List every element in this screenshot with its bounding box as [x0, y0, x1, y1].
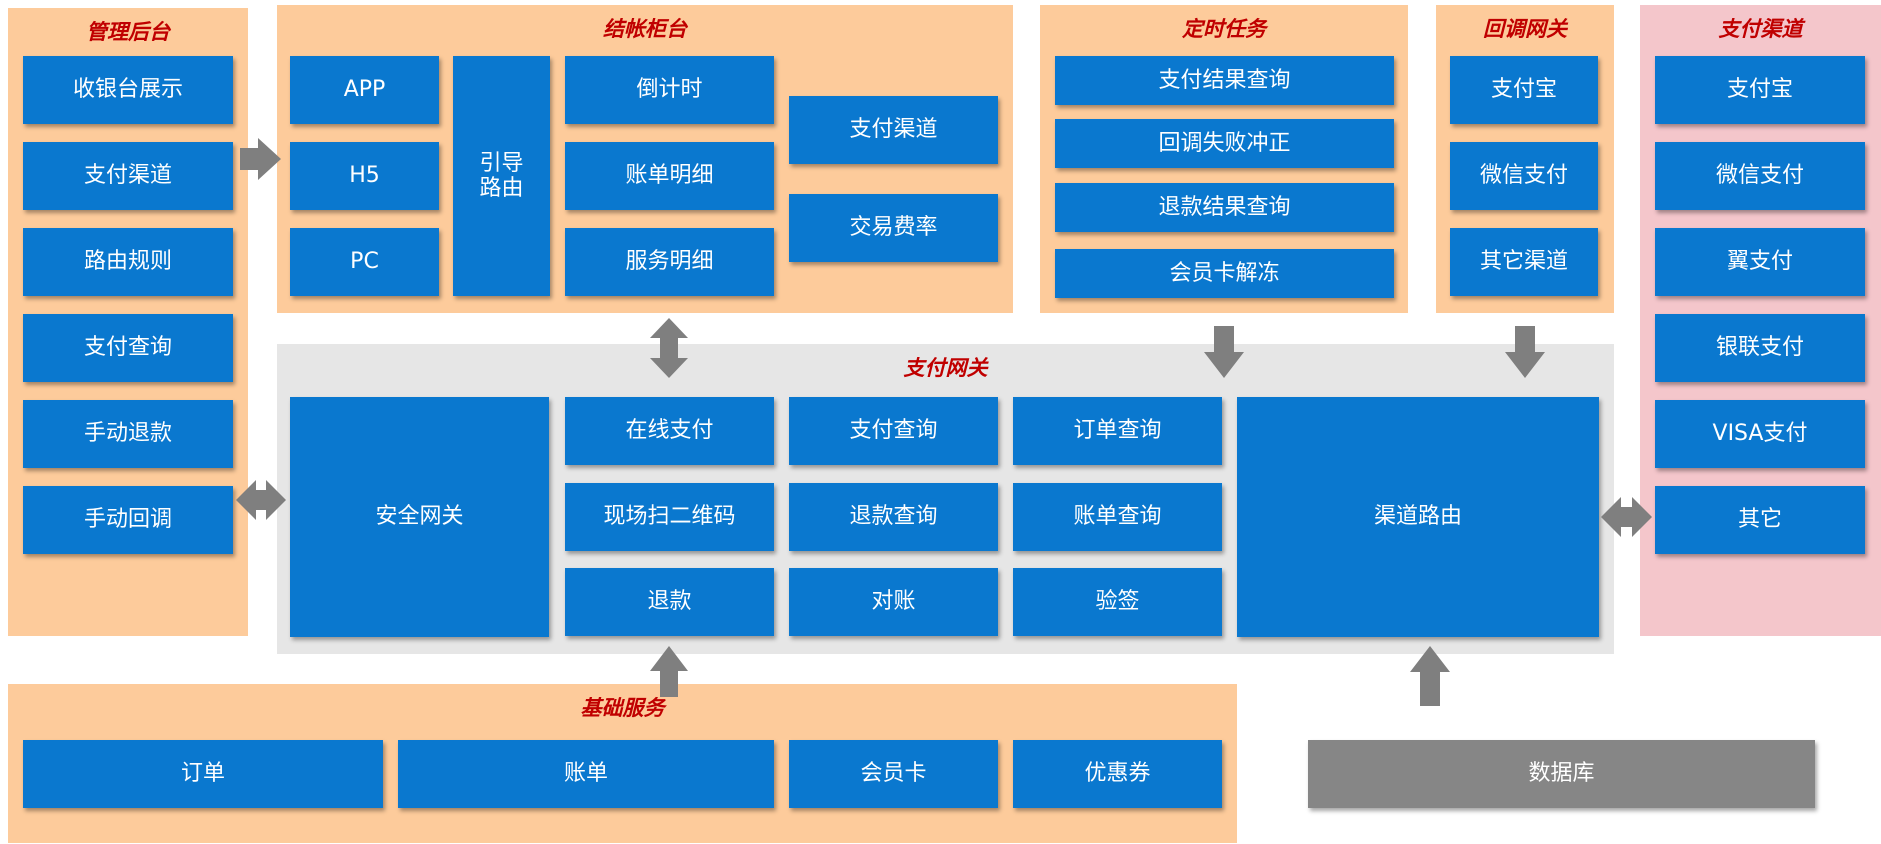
checkout-countdown: 倒计时	[565, 56, 774, 124]
callback-panel-title: 回调网关	[1483, 17, 1567, 41]
scheduled-panel-title: 定时任务	[1182, 17, 1266, 41]
admin-item-manual-callback: 手动回调	[23, 486, 233, 554]
gateway-channel-router: 渠道路由	[1237, 397, 1599, 637]
database-box: 数据库	[1308, 740, 1815, 808]
checkout-trade-fee-rate: 交易费率	[789, 194, 998, 262]
gateway-security: 安全网关	[290, 397, 549, 637]
task-refund-result-query: 退款结果查询	[1055, 183, 1394, 232]
channel-unionpay: 银联支付	[1655, 314, 1865, 382]
callback-wechat-pay: 微信支付	[1450, 142, 1598, 210]
admin-item-pay-query: 支付查询	[23, 314, 233, 382]
arrow-admin-to-checkout	[240, 138, 281, 180]
task-member-card-unfreeze: 会员卡解冻	[1055, 249, 1394, 298]
checkout-service-detail: 服务明细	[565, 228, 774, 296]
gateway-refund-query: 退款查询	[789, 483, 998, 551]
arrow-gateway-channels-bidirectional	[1601, 497, 1652, 537]
checkout-client-pc: PC	[290, 228, 439, 296]
arrow-admin-gateway-bidirectional	[236, 480, 286, 520]
task-callback-failure-reversal: 回调失败冲正	[1055, 119, 1394, 168]
gateway-bill-query: 账单查询	[1013, 483, 1222, 551]
channels-panel-title: 支付渠道	[1718, 17, 1803, 41]
basic-bill: 账单	[398, 740, 774, 808]
admin-panel-title: 管理后台	[86, 20, 170, 44]
admin-item-routing-rule: 路由规则	[23, 228, 233, 296]
checkout-bill-detail: 账单明细	[565, 142, 774, 210]
checkout-panel-title: 结帐柜台	[603, 17, 687, 41]
checkout-pay-channel: 支付渠道	[789, 96, 998, 164]
gateway-order-query: 订单查询	[1013, 397, 1222, 465]
gateway-refund: 退款	[565, 568, 774, 636]
task-pay-result-query: 支付结果查询	[1055, 56, 1394, 105]
admin-item-manual-refund: 手动退款	[23, 400, 233, 468]
gateway-panel-title: 支付网关	[903, 356, 988, 380]
checkout-client-app: APP	[290, 56, 439, 124]
channel-wechat-pay: 微信支付	[1655, 142, 1865, 210]
gateway-scan-qr: 现场扫二维码	[565, 483, 774, 551]
checkout-guide-route: 引导 路由	[453, 56, 550, 296]
arrow-database-to-gateway	[1410, 646, 1450, 706]
channel-alipay: 支付宝	[1655, 56, 1865, 124]
arrow-basic-to-gateway	[650, 646, 688, 697]
callback-other-channels: 其它渠道	[1450, 228, 1598, 296]
basic-coupon: 优惠券	[1013, 740, 1222, 808]
basic-services-panel-title: 基础服务	[580, 696, 665, 720]
arrow-callback-to-gateway	[1505, 326, 1545, 378]
arrow-scheduled-to-gateway	[1204, 326, 1244, 378]
channel-other: 其它	[1655, 486, 1865, 554]
gateway-pay-query: 支付查询	[789, 397, 998, 465]
admin-item-cashier-display: 收银台展示	[23, 56, 233, 124]
gateway-online-pay: 在线支付	[565, 397, 774, 465]
gateway-reconcile: 对账	[789, 568, 998, 636]
gateway-verify-sign: 验签	[1013, 568, 1222, 636]
basic-order: 订单	[23, 740, 383, 808]
channel-bestpay: 翼支付	[1655, 228, 1865, 296]
callback-alipay: 支付宝	[1450, 56, 1598, 124]
admin-item-pay-channel: 支付渠道	[23, 142, 233, 210]
checkout-client-h5: H5	[290, 142, 439, 210]
basic-member-card: 会员卡	[789, 740, 998, 808]
channel-visa-pay: VISA支付	[1655, 400, 1865, 468]
arrow-checkout-gateway-bidirectional	[650, 318, 688, 378]
